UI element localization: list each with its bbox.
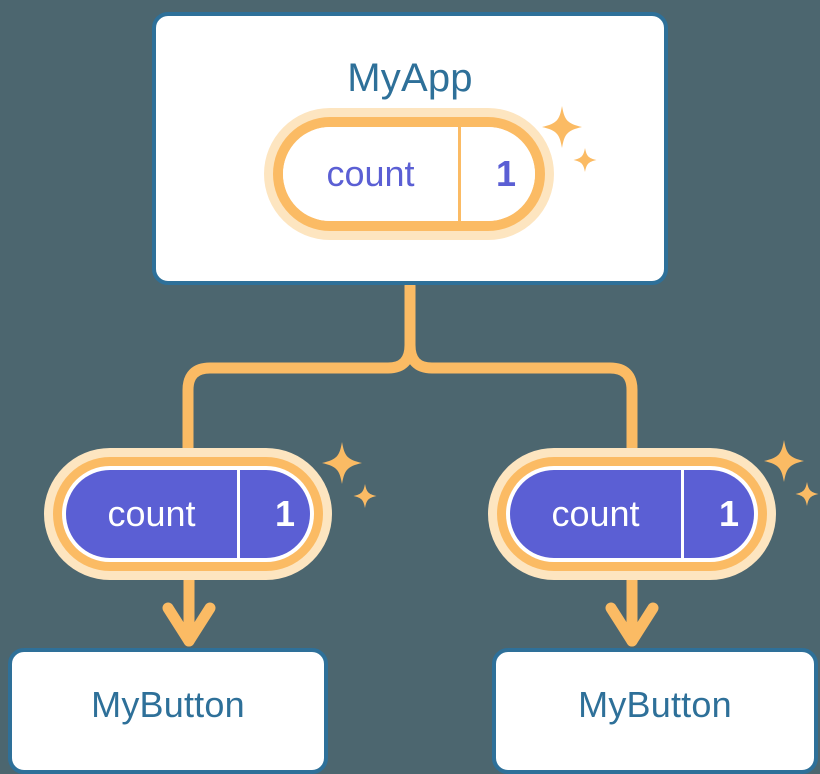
state-value-label: 1 bbox=[718, 493, 740, 534]
arrow-head-right bbox=[605, 602, 659, 647]
component-title: MyButton bbox=[578, 684, 732, 725]
state-key-label: count bbox=[283, 127, 461, 221]
arrow-head-left bbox=[162, 602, 216, 647]
state-value-label: 1 bbox=[274, 493, 296, 534]
state-pill-myapp[interactable]: count 1 bbox=[264, 108, 554, 240]
page-title: MyApp bbox=[347, 56, 473, 100]
connector-branch-left bbox=[182, 339, 416, 456]
state-key-label: count bbox=[510, 470, 684, 558]
component-card-mybutton-right[interactable]: MyButton bbox=[492, 648, 818, 774]
pill-body: count 1 bbox=[283, 127, 535, 221]
component-card-mybutton-left[interactable]: MyButton bbox=[8, 648, 328, 774]
state-pill-right[interactable]: count 1 bbox=[488, 448, 776, 580]
component-title: MyButton bbox=[91, 684, 245, 725]
state-value-label: 1 bbox=[495, 153, 517, 194]
pill-body: count 1 bbox=[510, 470, 754, 558]
pill-body: count 1 bbox=[66, 470, 310, 558]
connector-branch-right bbox=[404, 339, 638, 456]
state-pill-left[interactable]: count 1 bbox=[44, 448, 332, 580]
state-key-label: count bbox=[66, 470, 240, 558]
